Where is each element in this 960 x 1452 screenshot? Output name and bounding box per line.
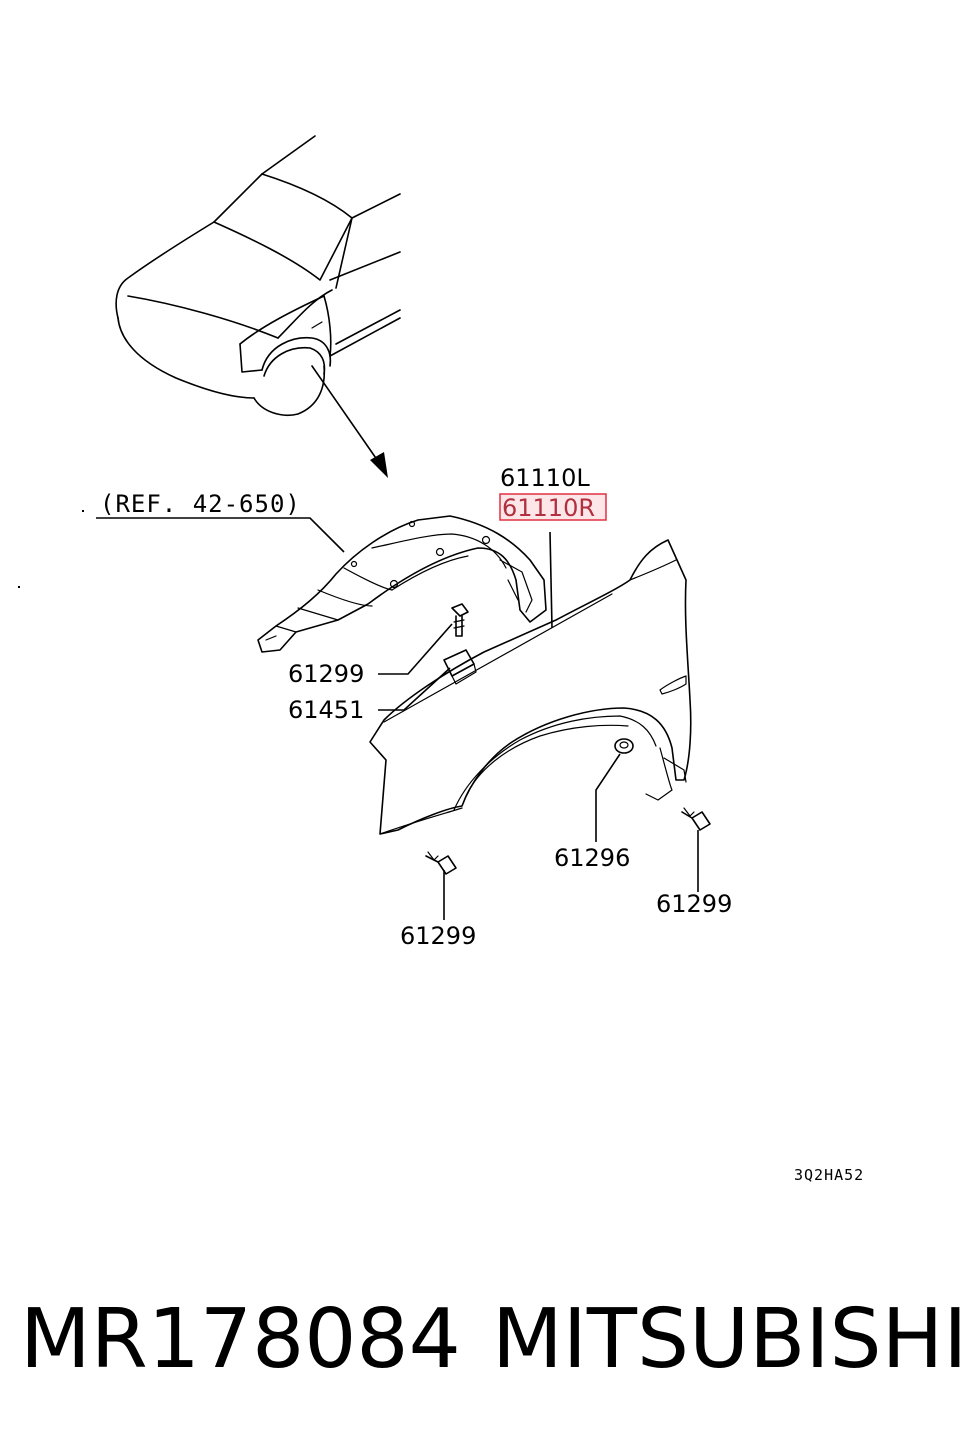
leader-lines <box>96 517 699 920</box>
label-fender-right: 61110R <box>502 494 595 522</box>
stray-marks <box>18 510 84 588</box>
label-bolt-upper: 61299 <box>288 660 364 688</box>
bolt-upper <box>451 603 469 637</box>
label-bracket: 61451 <box>288 696 364 724</box>
car-outline-illustration <box>115 135 401 416</box>
bolt-bottom <box>425 851 457 875</box>
label-bolt-right: 61299 <box>656 890 732 918</box>
brand-name: MITSUBISHI <box>492 1292 960 1387</box>
bolt-right <box>681 807 711 831</box>
part-number: MR178084 <box>20 1292 461 1387</box>
drawing-code: 3Q2HA52 <box>794 1166 864 1184</box>
bracket <box>443 649 477 685</box>
label-nut: 61296 <box>554 844 630 872</box>
inner-fender-liner <box>257 515 547 653</box>
direction-arrow <box>311 365 388 478</box>
front-fender-panel <box>369 539 692 835</box>
label-reference: (REF. 42-650) <box>100 490 301 518</box>
parts-diagram: 61110L 61110R (REF. 42-650) 61299 61451 … <box>18 135 864 1184</box>
highlight-box <box>499 493 607 521</box>
label-bolt-bottom: 61299 <box>400 922 476 950</box>
nut <box>614 738 634 754</box>
label-fender-left: 61110L <box>500 464 590 492</box>
footer: MR178084 MITSUBISHI <box>0 1290 960 1390</box>
